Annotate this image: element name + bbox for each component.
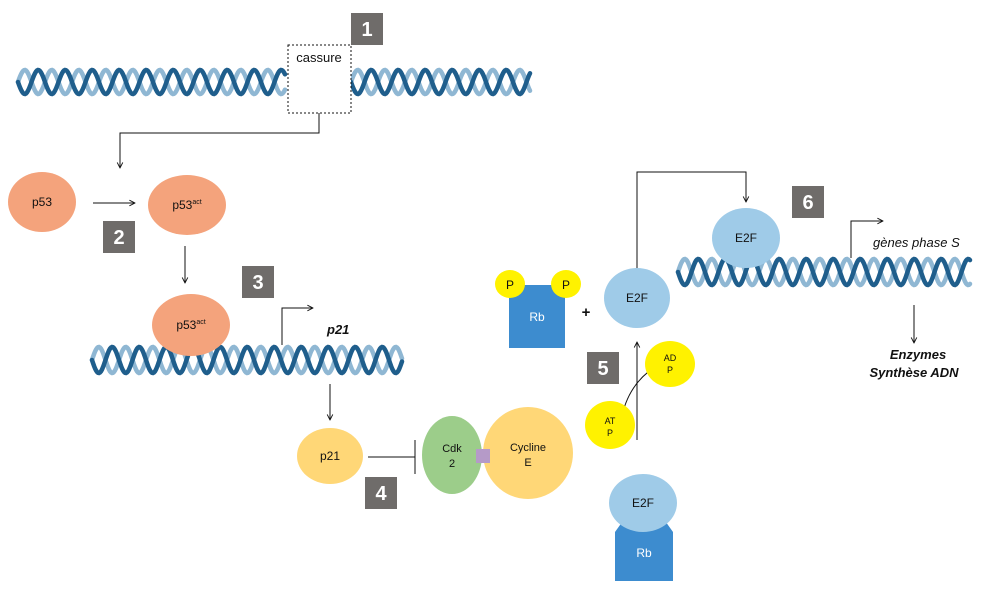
phosphate-right [551,270,581,298]
linker-square [476,449,490,463]
adp-label-1: AD [664,353,677,363]
act-superscript: act [196,319,205,326]
cdk2-cycline-e-complex: Cdk 2 Cycline E [422,407,573,499]
arrow-e2f-to-dna [636,171,746,268]
phosphate-label: P [562,278,570,292]
step-badge-2: 2 [103,221,135,253]
p21-label: p21 [320,449,340,463]
atp-label-2: P [607,428,613,438]
plus-sign: + [582,304,591,321]
e2f-label: E2F [626,291,648,305]
e2f-dna-label: E2F [735,231,757,245]
e2f-on-dna: E2F [712,208,780,268]
act-superscript: act [192,199,201,206]
p53-activated-bound: p53act [152,294,230,356]
dna-strand [15,67,288,97]
dna-helix-phase-s-genes [675,256,973,288]
step-badge-3: 3 [242,266,274,298]
step-badge-6: 6 [792,186,824,218]
svg-text:p53act: p53act [176,318,205,332]
adp-label-2: P [667,365,673,375]
rb-complex-block [615,518,673,581]
step-number: 1 [361,19,372,41]
rb-label: Rb [529,310,545,324]
cdk-label-1: Cdk [442,443,462,455]
dna-strand [15,67,288,97]
adp-molecule: AD P [645,341,695,387]
step-number: 5 [597,358,608,380]
p21-gene-label: p21 [326,322,349,337]
e2f-bound [609,474,677,532]
enzymes-label-2: Synthèse ADN [869,365,959,380]
arrow-break-to-p53 [120,113,320,168]
p53-label: p53 [32,195,52,209]
atp-molecule: AT P [585,401,635,449]
arrow-phase-s-transcription [850,221,883,258]
phosphate-label: P [506,278,514,292]
dna-break: cassure [287,44,352,114]
enzymes-label-1: Enzymes [890,347,946,362]
dna-helix-top-left [15,67,288,97]
break-label: cassure [296,50,342,65]
e2f-bound-label: E2F [632,496,654,510]
e2f-rb-complex: E2F Rb [609,474,677,581]
step-number: 4 [375,483,387,505]
cdk-label-2: 2 [449,458,455,470]
p21-protein: p21 [297,428,363,484]
dna-helix-p21-gene [89,344,405,376]
p53-activated-protein: p53act [148,175,226,235]
p53-act-label: p53 [172,198,192,212]
rb-complex-label: Rb [636,546,652,560]
dna-helix-top-right [348,67,533,97]
step-badge-4: 4 [365,477,397,509]
step-badge-1: 1 [351,13,383,45]
step-number: 6 [802,192,813,214]
e2f-free: E2F [604,268,670,328]
arrow-p21-transcription [281,308,313,345]
cycline-e [483,407,573,499]
dna-strand [89,344,405,376]
step-number: 2 [113,227,124,249]
cycline-label-2: E [524,457,531,469]
break-box [287,44,352,114]
dna-strand [348,67,533,97]
dna-strand [89,344,405,376]
step-badge-5: 5 [587,352,619,384]
p53-act-bound-label: p53 [176,318,196,332]
phosphate-left [495,270,525,298]
rb-phosphorylated: Rb P P [495,270,581,348]
step-number: 3 [252,272,263,294]
cdk2 [422,416,482,494]
genes-phase-s-label: gènes phase S [873,235,960,250]
svg-text:p53act: p53act [172,198,201,212]
cycline-label-1: Cycline [510,442,546,454]
p53-protein: p53 [8,172,76,232]
atp-label-1: AT [605,416,616,426]
